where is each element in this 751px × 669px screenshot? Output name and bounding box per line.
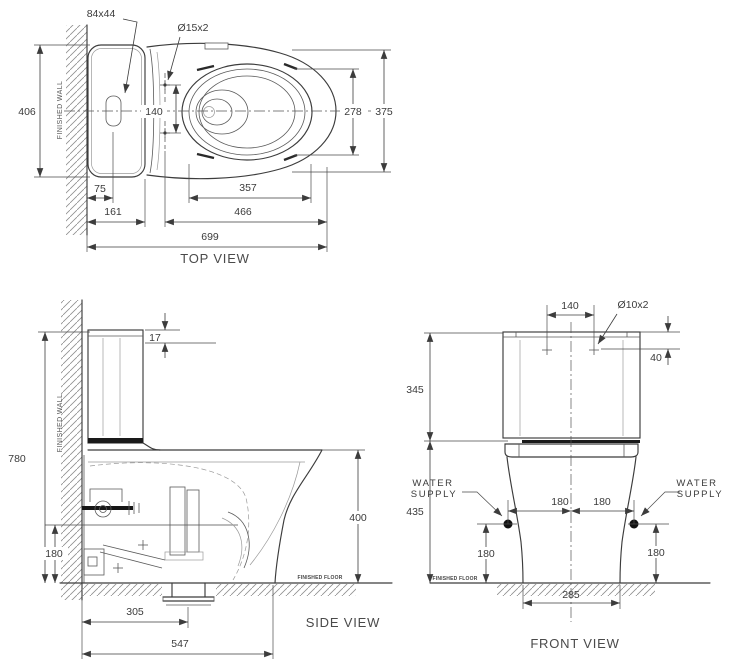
- dim-front-tank-height: 345: [406, 332, 508, 442]
- svg-text:278: 278: [344, 106, 362, 118]
- side-view-drain: [162, 582, 215, 606]
- svg-text:140: 140: [145, 106, 163, 118]
- dim-top-overall-depth: 699: [87, 231, 327, 251]
- svg-text:75: 75: [94, 183, 106, 195]
- front-view-bolt-holes: [542, 305, 599, 355]
- dim-top-holes-to-front: 466: [165, 206, 327, 226]
- dim-side-wall-to-outlet: 305: [82, 606, 189, 628]
- svg-text:180: 180: [593, 496, 611, 508]
- top-view-bowl: [146, 42, 337, 180]
- svg-text:161: 161: [104, 206, 122, 218]
- dim-side-overall-height: 780: [8, 331, 90, 583]
- svg-text:357: 357: [239, 182, 257, 194]
- front-floor-label: FINISHED FLOOR: [432, 576, 477, 582]
- svg-text:285: 285: [562, 589, 580, 601]
- svg-text:466: 466: [234, 206, 252, 218]
- water-supply-left: WATER SUPPLY: [411, 478, 513, 529]
- flush-valve: [169, 486, 186, 556]
- side-view-tank: [87, 329, 144, 444]
- top-holes-callout: Ø15x2: [167, 22, 209, 81]
- svg-text:180: 180: [477, 548, 495, 560]
- dim-top-seat-width: 375: [292, 49, 398, 173]
- water-supply-left-line1: WATER: [412, 478, 453, 489]
- svg-text:406: 406: [18, 106, 36, 118]
- side-floor-label: FINISHED FLOOR: [297, 575, 342, 581]
- svg-text:140: 140: [561, 300, 579, 312]
- side-view-bowl: [83, 442, 323, 584]
- lid-hinge-bump: [204, 42, 229, 50]
- water-supply-left-line2: SUPPLY: [411, 489, 457, 500]
- dim-side-supply-height: 180: [41, 525, 68, 583]
- dim-front-hole-spacing: 140: [547, 300, 594, 319]
- svg-text:345: 345: [406, 384, 424, 396]
- front-view: 140 Ø10x2 40 345 435 WATER SUPPLY: [406, 299, 723, 651]
- front-view-tank: [502, 331, 641, 443]
- top-view-wall: FINISHED WALL: [57, 24, 88, 236]
- button-size-label: 84x44: [87, 8, 116, 20]
- svg-text:780: 780: [8, 453, 26, 465]
- top-holes-label: Ø15x2: [178, 22, 209, 34]
- svg-text:180: 180: [45, 548, 63, 560]
- water-supply-right-line1: WATER: [676, 478, 717, 489]
- top-view: FINISHED WALL: [18, 8, 398, 266]
- side-view-title: SIDE VIEW: [306, 615, 380, 630]
- dim-top-overall-width: 406: [18, 44, 90, 178]
- side-view-floor: FINISHED FLOOR: [59, 575, 393, 596]
- dim-side-overall-depth: 547: [82, 585, 274, 659]
- fill-valve: [94, 500, 112, 518]
- dim-top-hole-spacing: 140: [141, 84, 181, 134]
- svg-text:305: 305: [126, 606, 144, 618]
- water-supply-right-line2: SUPPLY: [677, 489, 723, 500]
- front-view-floor: FINISHED FLOOR: [429, 576, 711, 596]
- side-view-internals: [45, 486, 250, 576]
- svg-text:435: 435: [406, 506, 424, 518]
- dim-top-wall-to-tank-front: 161: [87, 206, 145, 226]
- side-view-wall-label: FINISHED WALL: [57, 394, 64, 453]
- dim-top-bowl-inner-width: 278: [294, 68, 367, 156]
- dim-front-supply-height-right: 180: [643, 524, 669, 583]
- svg-text:547: 547: [171, 638, 189, 650]
- svg-text:180: 180: [647, 547, 665, 559]
- front-holes-label: Ø10x2: [618, 299, 649, 311]
- dim-front-supply-offset-right: 180: [571, 496, 634, 515]
- dim-side-lid-thickness: 17: [145, 313, 216, 358]
- dim-front-supply-height-left: 180: [473, 524, 499, 583]
- front-view-pedestal: [506, 456, 637, 584]
- dim-front-supply-offset-left: 180: [508, 496, 571, 515]
- dim-front-hole-drop: 40: [601, 316, 680, 365]
- svg-text:40: 40: [650, 352, 662, 364]
- svg-text:400: 400: [349, 512, 367, 524]
- front-view-seat-plate: [504, 443, 639, 458]
- button-size-callout: 84x44: [87, 8, 138, 94]
- dim-top-seat-opening: 357: [189, 182, 311, 202]
- front-holes-callout: Ø10x2: [597, 299, 649, 345]
- side-view: FINISHED WALL: [8, 299, 393, 659]
- svg-text:375: 375: [375, 106, 393, 118]
- water-supply-right: WATER SUPPLY: [629, 478, 723, 529]
- front-view-title: FRONT VIEW: [530, 636, 619, 651]
- svg-text:17: 17: [149, 332, 161, 344]
- dim-front-base-width: 285: [522, 585, 621, 609]
- dim-side-bowl-height: 400: [322, 449, 372, 583]
- top-view-title: TOP VIEW: [180, 251, 250, 266]
- svg-text:180: 180: [551, 496, 569, 508]
- dim-top-wall-to-button: 75: [87, 183, 113, 202]
- svg-text:699: 699: [201, 231, 219, 243]
- top-view-wall-label: FINISHED WALL: [57, 81, 64, 140]
- dim-front-below-tank-height: 435: [406, 441, 434, 583]
